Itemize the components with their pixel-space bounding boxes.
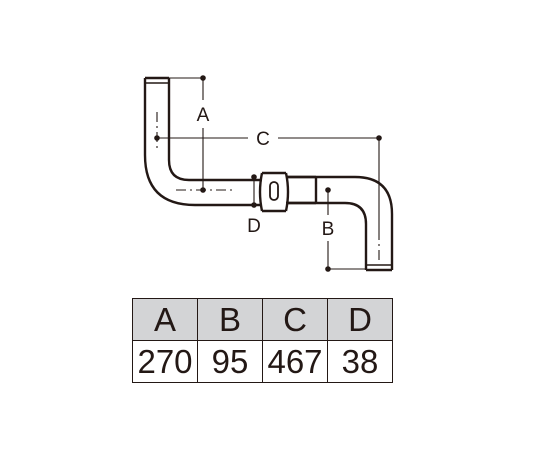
dim-label-a: A: [197, 105, 210, 126]
pipe-left-leg-outer: [143, 78, 262, 207]
header-cell-b: B: [197, 298, 263, 341]
dim-b-dot-bottom: [325, 266, 331, 272]
value-cell-a: 270: [132, 340, 198, 383]
dim-d-dot-bottom: [251, 202, 257, 208]
dimension-table-value-row: 270 95 467 38: [132, 340, 393, 383]
dimension-table-header-row: A B C D: [132, 298, 393, 341]
union-nut-right: [284, 172, 290, 212]
value-cell-d: 38: [327, 340, 393, 383]
header-cell-c: C: [262, 298, 328, 341]
dim-label-c: C: [256, 129, 270, 150]
dimension-table: A B C D 270 95 467 38: [132, 298, 393, 383]
dim-d-dot-top: [251, 174, 257, 180]
value-cell-c: 467: [262, 340, 328, 383]
dim-b-dot-top: [325, 187, 331, 193]
value-cell-b: 95: [197, 340, 263, 383]
dim-c-dot-left: [154, 135, 160, 141]
dim-a-dot-top: [200, 75, 206, 81]
pipe-right-outer: [286, 175, 394, 270]
pipe-diagram: A C D B: [143, 75, 394, 272]
dim-c-dot-right: [376, 135, 382, 141]
pipe-right-inner: [286, 201, 368, 270]
header-cell-a: A: [132, 298, 198, 341]
union-slot: [269, 181, 279, 201]
union-nut-left: [258, 172, 264, 212]
dim-a-dot-bottom: [200, 187, 206, 193]
pipe-left-leg-inner: [167, 78, 262, 182]
dim-label-b: B: [322, 219, 335, 240]
dim-label-d: D: [247, 216, 261, 237]
header-cell-d: D: [327, 298, 393, 341]
